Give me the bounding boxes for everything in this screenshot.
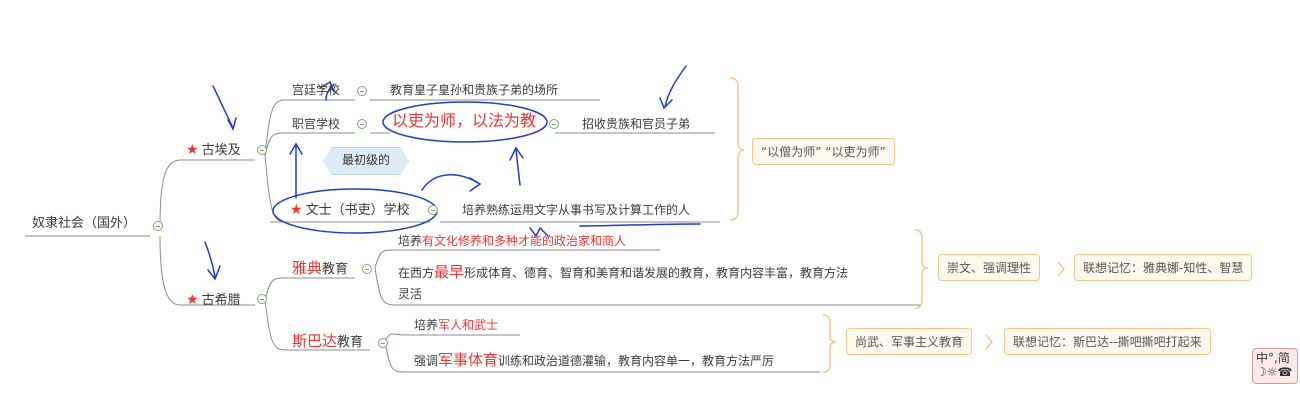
sparta-line2-rest: 训练和政治道德灌输，教育内容单一，教育方法严厉	[498, 354, 775, 368]
athens-line2-prefix: 在西方	[398, 266, 435, 280]
root-collapse-icon[interactable]	[153, 221, 163, 231]
sparta-name-red: 斯巴达	[292, 332, 338, 350]
egypt-node[interactable]: ★古埃及	[186, 142, 241, 159]
egypt-label: 古埃及	[201, 143, 241, 158]
athens-node[interactable]: 雅典教育	[292, 260, 348, 278]
star-icon: ★	[290, 202, 303, 218]
athens-name-red: 雅典	[292, 259, 323, 277]
sparta-summary-box[interactable]: 尚武、军事主义教育	[846, 328, 973, 355]
athens-summary-box[interactable]: 崇文、强调理性	[938, 254, 1041, 281]
athens-name-suffix: 教育	[322, 262, 349, 277]
ink-arrow-right	[421, 174, 479, 191]
school-scribe-collapse-icon[interactable]	[428, 205, 438, 215]
egypt-summary-box[interactable]: “以僧为师” “以吏为师”	[752, 138, 895, 165]
greece-label: 古希腊	[201, 293, 241, 308]
root-to-egypt	[159, 159, 181, 227]
ime-toolbar[interactable]: 中°,简 ☽☼☎	[1252, 348, 1298, 384]
athens-line1-prefix: 培养	[398, 234, 423, 248]
hint-callout[interactable]: 最初级的	[323, 147, 409, 175]
root-to-greece	[159, 235, 181, 306]
school-palace-collapse-icon[interactable]	[357, 86, 367, 96]
school-scribe-desc[interactable]: 培养熟练运用文字从事书写及计算工作的人	[462, 203, 691, 217]
ime-line2: ☽☼☎	[1256, 365, 1293, 379]
school-official[interactable]: 职官学校	[292, 117, 341, 131]
ink-arrow-egypt	[212, 85, 234, 129]
athens-line1[interactable]: 培养有文化修养和多种才能的政治家和商人	[398, 233, 626, 249]
sparta-line1-prefix: 培养	[414, 318, 439, 332]
sparta-line1[interactable]: 培养军人和武士	[414, 317, 498, 333]
motto-collapse-icon[interactable]	[549, 119, 559, 129]
greece-collapse-icon[interactable]	[257, 294, 267, 304]
egypt-collapse-icon[interactable]	[257, 145, 267, 155]
sparta-line2[interactable]: 强调军事体育训练和政治道德灌输，教育内容单一，教育方法严厉	[414, 352, 774, 369]
athens-line2[interactable]: 在西方最早形成体育、德育、智育和美育和谐发展的教育，教育内容丰富，教育方法	[398, 264, 848, 281]
school-official-collapse-icon[interactable]	[357, 119, 367, 129]
sparta-brace	[822, 314, 837, 373]
athens-line2-wrap: 灵活	[398, 287, 423, 301]
athens-line2-rest: 形成体育、德育、智育和美育和谐发展的教育，教育内容丰富，教育方法	[464, 266, 849, 280]
athens-collapse-icon[interactable]	[362, 264, 372, 274]
sparta-line2-prefix: 强调	[414, 354, 439, 368]
athens-brace	[914, 229, 929, 309]
star-icon: ★	[186, 292, 199, 308]
sparta-collapse-icon[interactable]	[378, 338, 388, 348]
star-icon: ★	[186, 142, 199, 158]
athens-memory-box[interactable]: 联想记忆：雅典娜-知性、智慧	[1074, 254, 1253, 281]
school-official-desc[interactable]: 招收贵族和官员子弟	[582, 117, 691, 131]
ink-arrow-top	[664, 65, 687, 108]
ink-arrow-greece	[204, 241, 216, 278]
school-palace[interactable]: 宫廷学校	[292, 83, 341, 97]
sparta-memory-box[interactable]: 联想记忆：斯巴达--撕吧撕吧打起来	[1004, 328, 1211, 355]
school-scribe[interactable]: ★文士（书吏）学校	[290, 202, 410, 219]
ink-arrow-up-mid	[515, 149, 521, 186]
school-official-motto[interactable]: 以吏为师，以法为教	[392, 111, 537, 130]
sparta-name-suffix: 教育	[337, 335, 364, 350]
ink-arrow-up-top	[325, 83, 335, 101]
ime-line1: 中°,简	[1256, 351, 1290, 365]
sparta-node[interactable]: 斯巴达教育	[292, 333, 363, 351]
school-palace-desc[interactable]: 教育皇子皇孙和贵族子弟的场所	[390, 83, 559, 97]
athens-line1-red: 有文化修养和多种才能的政治家和商人	[422, 234, 627, 248]
ink-scribble	[529, 226, 549, 238]
root-node[interactable]: 奴隶社会（国外）	[32, 216, 137, 231]
greece-node[interactable]: ★古希腊	[186, 292, 241, 309]
ink-circle-motto	[382, 101, 548, 143]
athens-line2-red: 最早	[434, 263, 465, 281]
sparta-line1-red: 军人和武士	[438, 318, 499, 332]
sparta-line2-red: 军事体育	[438, 351, 499, 369]
egypt-brace	[729, 77, 745, 221]
school-scribe-label: 文士（书吏）学校	[305, 203, 410, 218]
